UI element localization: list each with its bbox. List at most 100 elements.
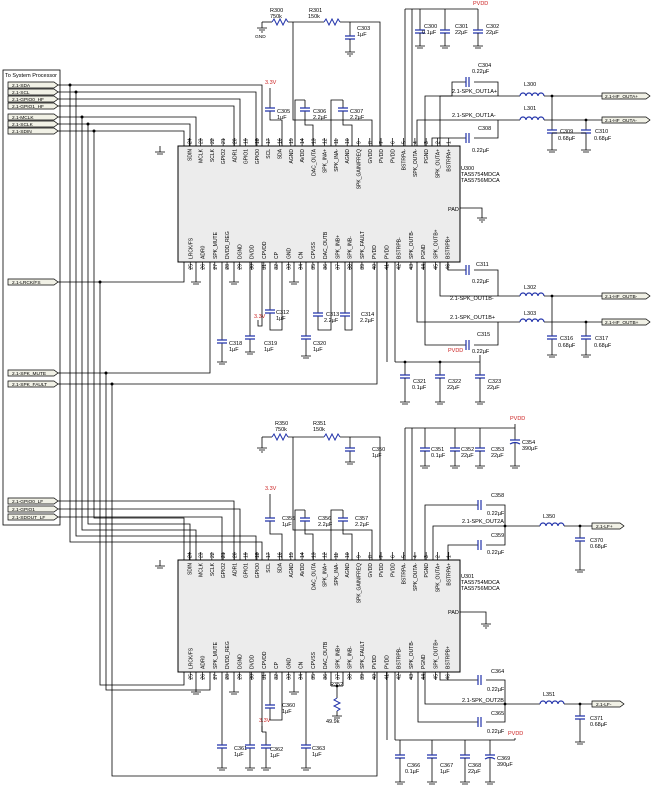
c306-val: 2.2µF [313, 115, 328, 121]
pin-number: 21 [221, 552, 227, 558]
pin-number: 31 [262, 674, 268, 680]
pin-number: 4 [413, 141, 419, 144]
pin-number: 33 [286, 264, 292, 270]
pin-name: PVDD [379, 563, 385, 577]
pin-name: SPK_OUTB- [409, 230, 415, 259]
signal-sclk-label: 2.1-SCLK [12, 122, 34, 128]
pin-number: 30 [250, 674, 256, 680]
pin-name: CPVSS [311, 651, 317, 669]
pin-number: 36 [323, 264, 329, 270]
amp2-part2: TAS5756MDCA [461, 586, 500, 592]
out1b-minus-label: 2.1-SPK_OUT1B- [450, 296, 494, 302]
pin-name: GND [286, 248, 292, 260]
pin-number: 37 [335, 674, 341, 680]
c362-ref: C362 [270, 747, 283, 753]
pin-number: 33 [286, 674, 292, 680]
c366-ref: C366 [407, 763, 420, 769]
c306-ref: C306 [313, 109, 326, 115]
c301-val: 22µF [455, 30, 468, 36]
processor-signals-bottom: 2.1-GPIO0_LF 2.1-GPIO1 2.1-SDOUT_LF [7, 497, 59, 521]
pin-name: SPK_GAIN/FREQ [356, 563, 362, 603]
pin-name: SPK_INB- [348, 646, 354, 669]
c308-ref: C308 [478, 126, 491, 132]
pin-number: 38 [348, 264, 354, 270]
amp1-chip: U300 TAS5754MDCA TAS5756MDCA PAD [177, 145, 500, 263]
pin-name: PVDD [390, 149, 396, 163]
pin-name: SPK_OUTB+ [433, 639, 439, 669]
signal-mclk-label: 2.1-MCLK [12, 115, 34, 121]
pin-name: AVDD [300, 563, 306, 577]
pin-number: 13 [311, 138, 317, 144]
c358-val: 0.22µF [487, 511, 505, 517]
c318-val: 1µF [229, 347, 239, 353]
pin-number: 44 [421, 264, 427, 270]
pin-name: ADR1 [232, 563, 238, 577]
hf-outb-minus-tag: 2.1-HF_OUTB- [605, 294, 638, 300]
c301-ref: C301 [455, 24, 468, 30]
r352-val: 49.9k [326, 719, 340, 725]
pin-name: SPK_OUTA- [413, 563, 419, 591]
pin-name: DVDD [250, 654, 256, 669]
c316-ref: C316 [560, 336, 573, 342]
pin-number: 30 [250, 264, 256, 270]
c364-ref: C364 [491, 669, 504, 675]
pin-number: 38 [348, 674, 354, 680]
c351-ref: C351 [431, 447, 444, 453]
pin-name: SDA [278, 562, 284, 573]
c368-ref: C368 [468, 763, 481, 769]
pin-name: SPK_MUTE [213, 641, 219, 669]
pin-name: SPK_INB+ [335, 235, 341, 259]
pin-name: AGND [345, 149, 351, 164]
c310-val: 0.68µF [594, 136, 612, 142]
pin-name: CP [274, 251, 280, 259]
pin-name: DVDD_REG [225, 641, 231, 669]
l350-ref: L350 [543, 514, 555, 520]
pin-number: 42 [397, 674, 403, 680]
pin-name: DAC_OUTA [311, 562, 317, 590]
amp2-pins-top: 24SDIN23MCLK22SCLK21GPIO220ADR119GPIO118… [187, 552, 453, 603]
pin-name: SCL [266, 563, 272, 573]
pin-name: DAC_OUTA [311, 148, 317, 176]
c351-val: 0.1µF [431, 453, 446, 459]
pin-number: 14 [300, 138, 306, 144]
out2b-label: 2.1-SPK_OUT2B [462, 698, 504, 704]
c304-val: 0.22µF [472, 69, 490, 75]
amp2-output-a: C358 0.22µF 2.1-SPK_OUT2A L350 2.1-LF+ C… [424, 493, 625, 573]
pin-name: DAC_OUTB [323, 231, 329, 259]
c368-val: 22µF [468, 769, 481, 775]
c369-ref: C369 [497, 756, 510, 762]
pin-number: 17 [266, 138, 272, 144]
c357-val: 2.2µF [355, 522, 370, 528]
pin-name: SPK_OUTB+ [433, 229, 439, 259]
pin-number: 1 [447, 141, 453, 144]
pin-number: 14 [300, 552, 306, 558]
amp2-pad-ground [460, 611, 491, 629]
pin-name: GPIO1 [244, 149, 250, 165]
pin-number: 20 [232, 552, 238, 558]
amp1-output-a: C304 0.22µF 2.1-SPK_OUT1A+ L300 2.1-HF_O… [416, 63, 651, 154]
c352-ref: C352 [461, 447, 474, 453]
c305-val: 1µF [277, 115, 287, 121]
pin-name: DVDD [250, 244, 256, 259]
pin-name: AVDD [300, 149, 306, 163]
pin-number: 2 [435, 141, 441, 144]
c314-val: 2.2µF [360, 318, 375, 324]
pin-number: 40 [372, 674, 378, 680]
signal-gpio0-lf-label: 2.1-GPIO0_LF [12, 499, 43, 505]
amp2-bottom-caps: C361 1µF 3.3V C362 1µF C360 1µF C363 1µF… [155, 560, 523, 785]
pin-number: 11 [334, 553, 340, 558]
signal-scl-label: 2.1-SCL [12, 90, 30, 96]
pin-name: SCL [266, 149, 272, 159]
c305-ref: C305 [277, 109, 290, 115]
c367-val: 1µF [440, 769, 450, 775]
amp2-pad-label: PAD [448, 610, 459, 616]
pin-name: CPVDD [262, 651, 268, 669]
pin-name: GND [286, 658, 292, 670]
amp1-r301: R301 150k [292, 8, 381, 146]
pin-name: SPK_OUTA- [413, 149, 419, 177]
signal-sdout-lf-label: 2.1-SDOUT_LF [12, 515, 45, 521]
c355-ref: C355 [282, 516, 295, 522]
pin-number: 22 [210, 552, 216, 558]
c366-val: 0.1µF [405, 769, 420, 775]
pin-number: 26 [201, 264, 207, 270]
